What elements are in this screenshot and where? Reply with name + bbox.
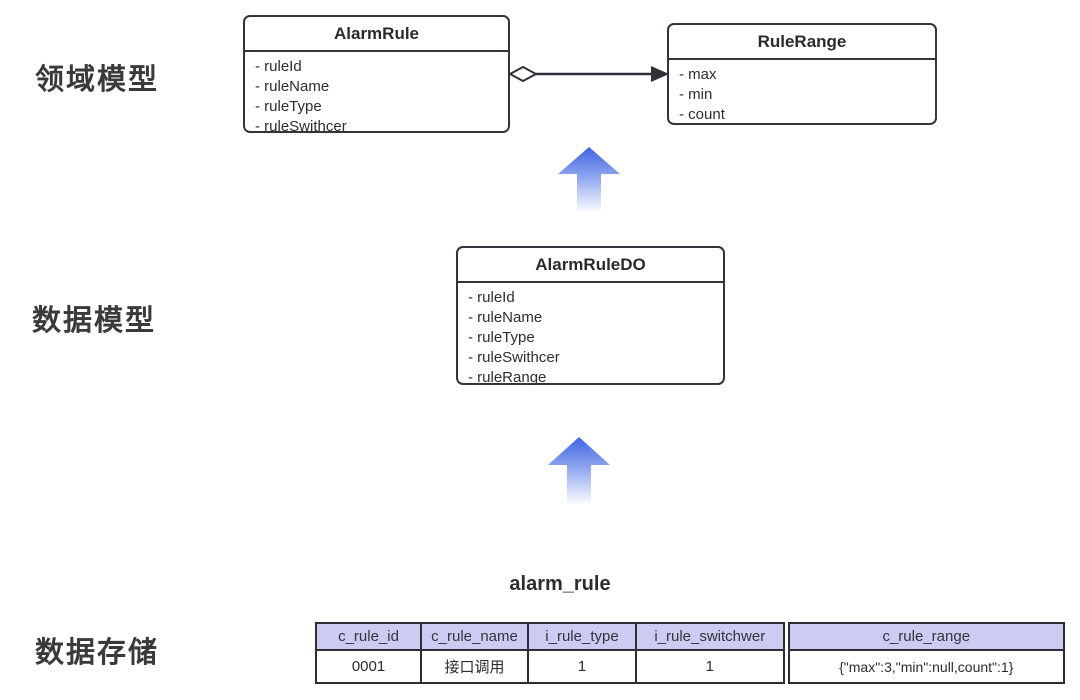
column-header-i-rule-type: i_rule_type [527, 622, 637, 651]
table-cell-rule-id: 0001 [315, 649, 422, 684]
column-header-i-rule-switchwer: i_rule_switchwer [635, 622, 787, 651]
alarm-rule-table: c_rule_id c_rule_name i_rule_type i_rule… [315, 622, 1065, 684]
class-box-rulerange: RuleRange - max - min - count [667, 23, 937, 125]
class-box-alarmrule: AlarmRule - ruleId - ruleName - ruleType… [243, 15, 510, 135]
class-attribute: - ruleSwithcer [255, 118, 347, 135]
up-arrow-icon [548, 437, 610, 505]
class-attribute: - ruleId [255, 58, 302, 75]
section-label-data-storage: 数据存储 [35, 637, 160, 669]
table-title: alarm_rule [509, 573, 611, 595]
up-arrow-icon [558, 147, 620, 213]
class-attribute: - min [679, 86, 713, 103]
column-header-c-rule-id: c_rule_id [315, 622, 422, 651]
class-title-alarmrule: AlarmRule [245, 17, 508, 52]
class-attributes-alarmrule: - ruleId - ruleName - ruleType - ruleSwi… [245, 52, 508, 141]
class-attribute: - max [679, 66, 717, 83]
table-cell-rule-range: {"max":3,"min":null,count":1} [782, 649, 1065, 684]
class-attribute: - ruleRange [468, 369, 547, 386]
class-attribute: - ruleSwithcer [468, 349, 560, 366]
class-box-alarmruledo: AlarmRuleDO - ruleId - ruleName - ruleTy… [456, 246, 725, 386]
table-cell-rule-name: 接口调用 [420, 649, 529, 684]
class-attribute: - ruleName [468, 309, 543, 326]
column-header-c-rule-range: c_rule_range [782, 622, 1065, 651]
section-label-data-model: 数据模型 [32, 305, 157, 337]
class-attribute: - ruleId [468, 289, 515, 306]
aggregation-diamond-icon [507, 65, 539, 83]
class-attributes-rulerange: - max - min - count [669, 60, 935, 129]
column-header-c-rule-name: c_rule_name [420, 622, 529, 651]
aggregation-connector [507, 65, 669, 83]
arrowhead-icon [651, 66, 669, 82]
class-attributes-alarmruledo: - ruleId - ruleName - ruleType - ruleSwi… [458, 283, 723, 392]
class-attribute: - ruleType [468, 329, 535, 346]
class-attribute: - ruleType [255, 98, 322, 115]
section-label-domain-model: 领域模型 [35, 64, 160, 96]
table-row: 0001 接口调用 1 1 {"max":3,"min":null,count"… [315, 649, 1065, 684]
class-title-alarmruledo: AlarmRuleDO [458, 248, 723, 283]
table-cell-rule-switchwer: 1 [635, 649, 787, 684]
class-attribute: - count [679, 106, 725, 123]
table-header-row: c_rule_id c_rule_name i_rule_type i_rule… [315, 622, 1065, 651]
class-attribute: - ruleName [255, 78, 330, 95]
table-cell-rule-type: 1 [527, 649, 637, 684]
class-title-rulerange: RuleRange [669, 25, 935, 60]
